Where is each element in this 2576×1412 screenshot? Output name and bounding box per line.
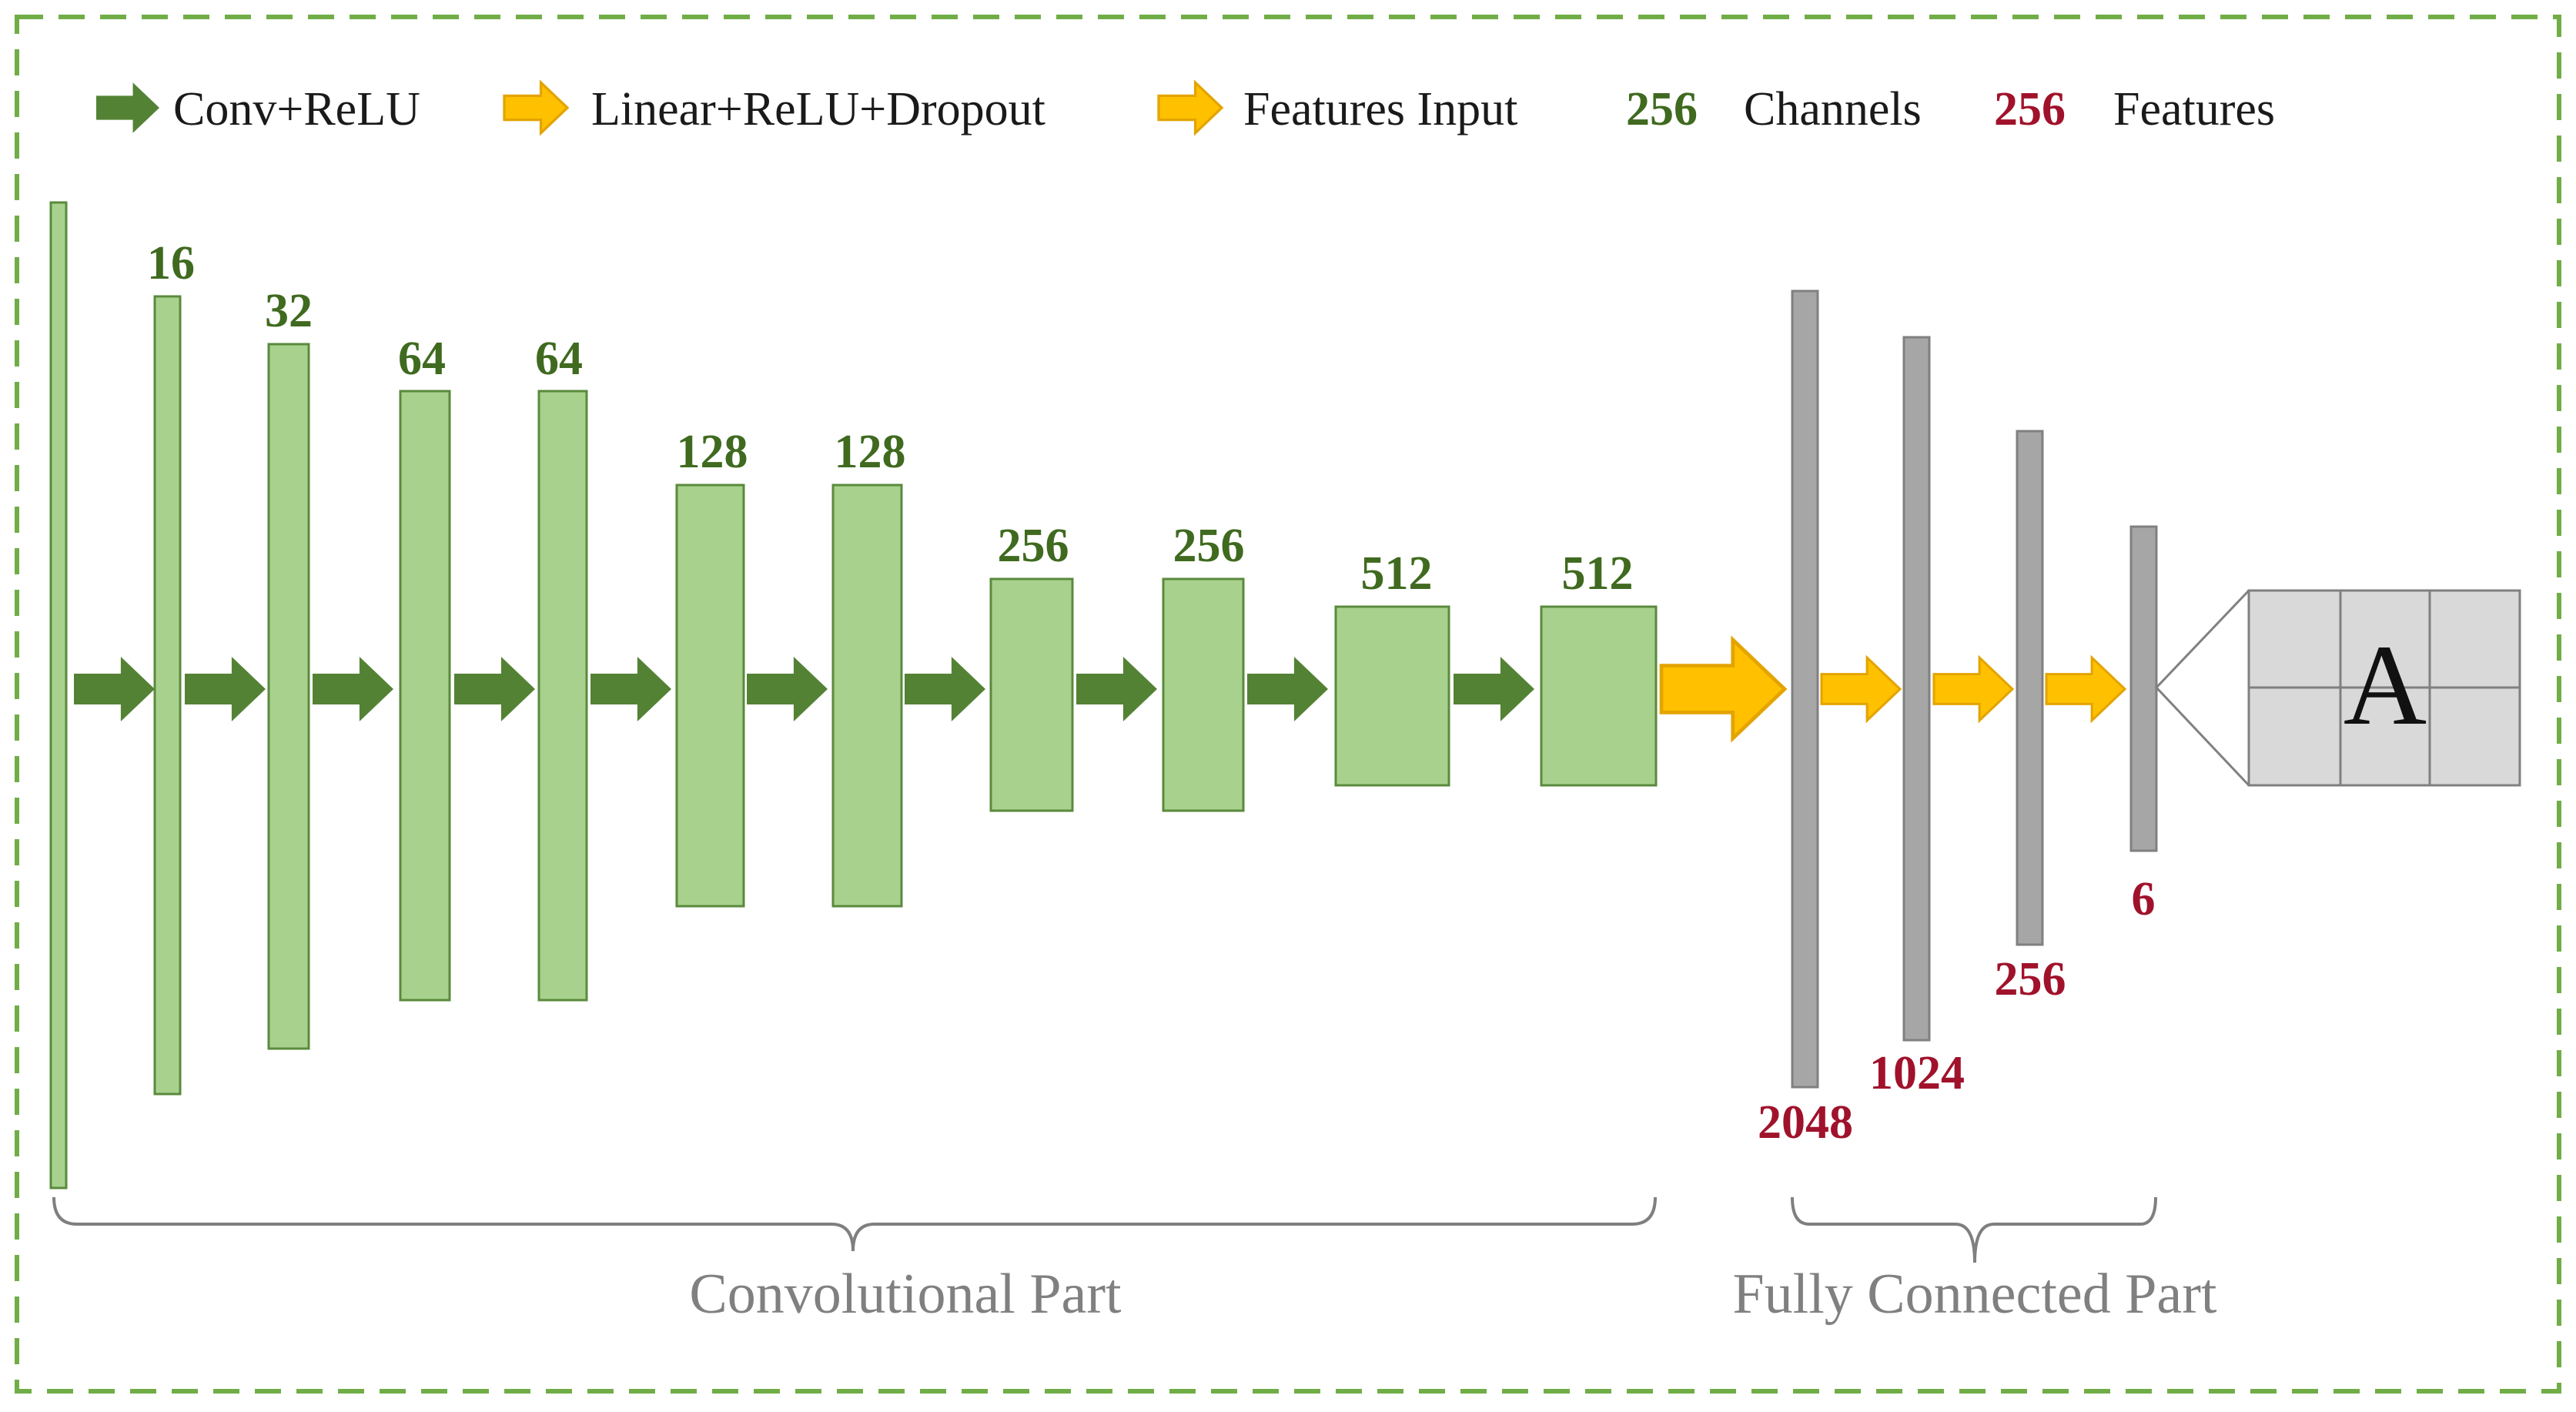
fc-layer-2: [1902, 336, 1931, 1042]
legend-green-arrow-icon: [96, 82, 159, 133]
fc-feature-label: 2048: [1758, 1096, 1853, 1149]
outer-frame: [15, 15, 2561, 1394]
conv-layer-1: [153, 295, 182, 1096]
linear-relu-dropout-arrow-icon: [2045, 654, 2127, 724]
legend-features-label: Features: [2113, 83, 2275, 136]
conv-layer-10: [1540, 605, 1658, 787]
conv-layer-2: [267, 343, 310, 1050]
fc-feature-label: 6: [2132, 873, 2156, 925]
legend-features-input-arrow-icon: [1157, 79, 1224, 136]
legend-channels-label: Channels: [1744, 83, 1922, 136]
conv-layer-4: [537, 390, 588, 1002]
conv-relu-arrow-icon: [185, 657, 266, 721]
fc-feature-label: 256: [1995, 953, 2066, 1005]
output-letter: A: [2343, 621, 2427, 749]
input-bar: [49, 201, 68, 1189]
fc-feature-labels: 2048 1024 256 6: [1758, 873, 2156, 1149]
linear-relu-dropout-arrow-icon: [1932, 654, 2015, 724]
legend-features-value: 256: [1994, 83, 2066, 136]
fc-part-label: Fully Connected Part: [1733, 1263, 2217, 1326]
conv-layer-7: [989, 577, 1074, 812]
fc-layer-1: [1791, 289, 1819, 1089]
conv-layer-5: [675, 483, 745, 908]
conv-layer-3: [399, 390, 451, 1002]
conv-layer-8: [1162, 577, 1245, 812]
conv-relu-arrow-icon: [1076, 657, 1157, 721]
legend: Conv+ReLU Linear+ReLU+Dropout Features I…: [96, 79, 2275, 136]
legend-conv-label: Conv+ReLU: [173, 83, 420, 136]
conv-relu-arrow-icon: [74, 657, 155, 721]
conv-channel-label: 256: [1173, 520, 1245, 572]
conv-relu-arrow-icon: [454, 657, 535, 721]
conv-relu-arrow-icon: [313, 657, 393, 721]
conv-channel-label: 16: [147, 237, 195, 289]
fc-part-brace: [1791, 1196, 2157, 1263]
linear-relu-dropout-arrow-icon: [1820, 654, 1902, 724]
conv-layer-9: [1334, 605, 1450, 787]
output-grid: A: [2154, 589, 2521, 787]
fc-layer-4: [2129, 525, 2158, 852]
legend-orange-arrow-icon: [503, 79, 570, 136]
conv-channel-label: 512: [1361, 547, 1433, 600]
conv-arrows: [74, 657, 1534, 721]
legend-linear-label: Linear+ReLU+Dropout: [591, 83, 1045, 136]
fc-arrows: [1820, 654, 2127, 724]
conv-part-brace: [52, 1196, 1657, 1252]
features-input-arrow-icon: [1659, 635, 1788, 743]
conv-part-label: Convolutional Part: [689, 1263, 1122, 1326]
conv-relu-arrow-icon: [590, 657, 671, 721]
fc-layer-3: [2016, 430, 2044, 946]
fc-layers: [1791, 289, 2158, 1089]
conv-relu-arrow-icon: [747, 657, 828, 721]
conv-layers: [153, 295, 1658, 1096]
legend-channels-value: 256: [1626, 83, 1698, 136]
conv-channel-label: 256: [998, 520, 1069, 572]
conv-relu-arrow-icon: [1454, 657, 1534, 721]
conv-relu-arrow-icon: [1247, 657, 1328, 721]
conv-channel-label: 128: [835, 426, 906, 478]
conv-channel-label: 128: [677, 426, 748, 478]
conv-channel-label: 32: [265, 285, 313, 337]
conv-layer-6: [831, 483, 903, 908]
fc-feature-label: 1024: [1869, 1047, 1965, 1099]
output-connector: [2154, 589, 2250, 787]
conv-channel-label: 64: [535, 333, 583, 385]
conv-channel-label: 64: [398, 333, 446, 385]
conv-channel-labels: 16 32 64 64 128 128 256 256 512 512: [147, 237, 1634, 600]
legend-features-input-label: Features Input: [1243, 83, 1517, 136]
conv-channel-label: 512: [1562, 547, 1634, 600]
conv-relu-arrow-icon: [905, 657, 985, 721]
